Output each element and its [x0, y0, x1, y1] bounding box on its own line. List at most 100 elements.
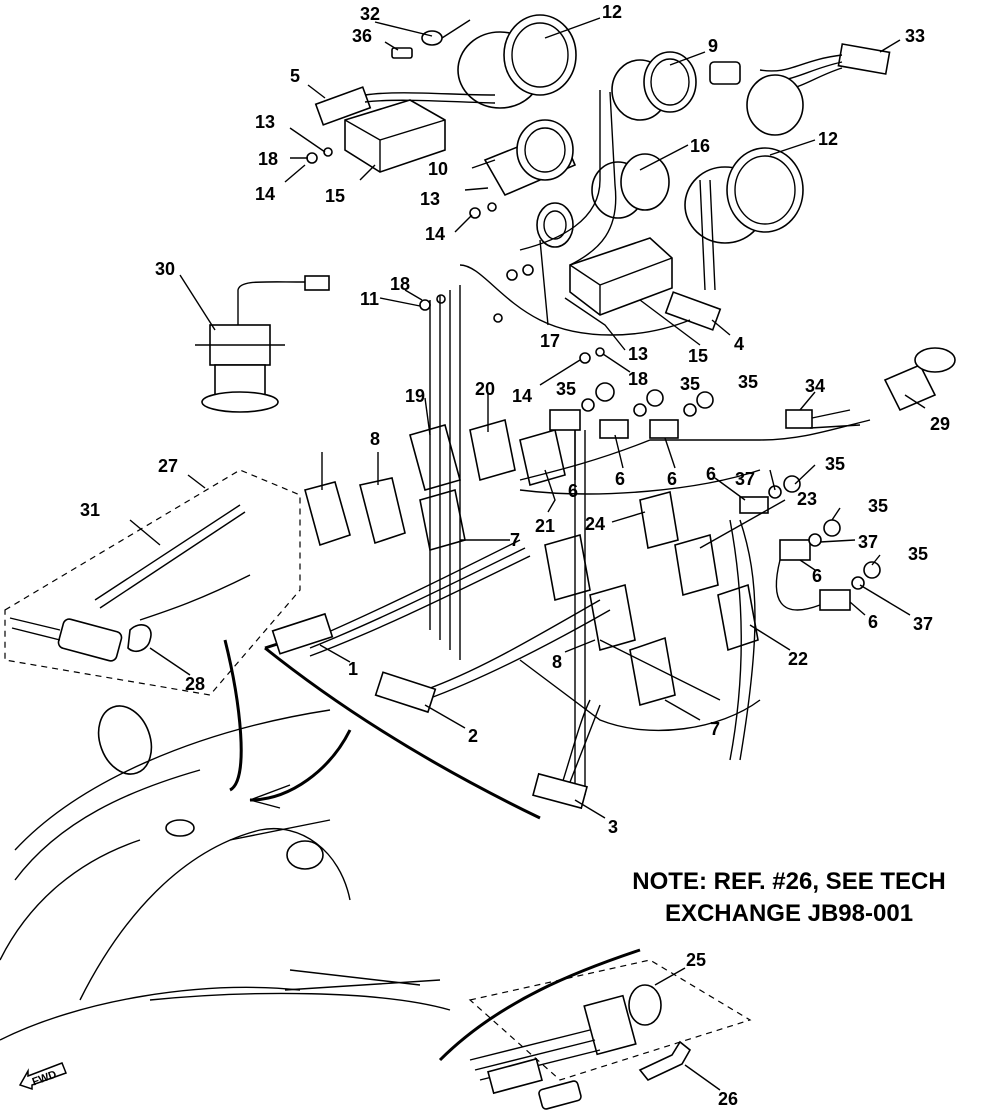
callout-37: 37: [735, 469, 755, 489]
gauge-9: [611, 51, 697, 121]
callout-27: 27: [158, 456, 178, 476]
component-34: [785, 409, 861, 429]
fwd-label: FWD: [31, 1069, 59, 1089]
tech-exchange-note: NOTE: REF. #26, SEE TECH EXCHANGE JB98-0…: [590, 866, 988, 930]
callout-4: 4: [734, 334, 744, 354]
gauge-16: [591, 153, 670, 219]
callout-14: 14: [512, 386, 532, 406]
key-26: [638, 1040, 692, 1081]
callout-2: 2: [468, 726, 478, 746]
callout-16: 16: [690, 136, 710, 156]
connector-5: [314, 86, 496, 126]
callout-6: 6: [706, 464, 716, 484]
callout-35: 35: [556, 379, 576, 399]
callout-22: 22: [788, 649, 808, 669]
bracket-15-right: [569, 237, 673, 316]
callout-13: 13: [420, 189, 440, 209]
lighter-29: [883, 347, 956, 412]
callout-32: 32: [360, 4, 380, 24]
gauge-housing-10: [483, 119, 577, 197]
callout-35: 35: [680, 374, 700, 394]
callout-6: 6: [615, 469, 625, 489]
switch-7-left: [419, 488, 466, 552]
callout-18: 18: [628, 369, 648, 389]
callout-35: 35: [908, 544, 928, 564]
main-connector-3: [532, 772, 588, 810]
callout-12: 12: [818, 129, 838, 149]
callout-35: 35: [738, 372, 758, 392]
switch-22: [717, 583, 759, 652]
callout-8: 8: [552, 652, 562, 672]
callout-6: 6: [667, 469, 677, 489]
main-connector-2: [374, 671, 437, 714]
callout-23: 23: [797, 489, 817, 509]
switch-23: [674, 496, 769, 597]
callout-13: 13: [628, 344, 648, 364]
callout-30: 30: [155, 259, 175, 279]
connector-4: [664, 291, 722, 331]
callout-35: 35: [825, 454, 845, 474]
callout-28: 28: [185, 674, 205, 694]
switch-8-left: [304, 477, 406, 547]
callout-11: 11: [360, 289, 379, 309]
callout-1: 1: [348, 659, 358, 679]
callout-37: 37: [858, 532, 878, 552]
callout-17: 17: [540, 331, 560, 351]
note-line-1: NOTE: REF. #26, SEE TECH: [632, 868, 946, 895]
callout-14: 14: [255, 184, 275, 204]
callout-26: 26: [718, 1089, 738, 1109]
leader-lines: [129, 17, 926, 1091]
gauge-ring-17: [536, 202, 574, 248]
switch-8-center: [589, 583, 636, 652]
connector-33: [709, 43, 891, 136]
callout-6: 6: [568, 481, 578, 501]
connectors-6: [549, 409, 851, 611]
note-line-2: EXCHANGE JB98-001: [664, 900, 914, 927]
callout-6: 6: [812, 566, 822, 586]
callout-21: 21: [535, 516, 555, 536]
grommets-35-37: [581, 382, 881, 590]
ignition-25: [438, 948, 752, 1110]
fwd-arrow-icon: FWD: [18, 1062, 67, 1091]
callout-35: 35: [868, 496, 888, 516]
callout-8: 8: [370, 429, 380, 449]
callout-18: 18: [390, 274, 410, 294]
main-connector-1: [271, 612, 334, 655]
kit-27: [4, 469, 301, 696]
callout-7: 7: [710, 719, 720, 739]
callout-36: 36: [352, 26, 372, 46]
callout-25: 25: [686, 950, 706, 970]
callout-5: 5: [290, 66, 300, 86]
callout-33: 33: [905, 26, 925, 46]
callout-labels: 32 12 36 9 33 5 13 18 14 15 10 13 16 12 …: [80, 2, 950, 1109]
callout-14: 14: [425, 224, 445, 244]
callout-7: 7: [510, 530, 520, 550]
switch-20: [469, 418, 516, 482]
bulb-32: [421, 19, 471, 46]
gauge-12-top: [457, 14, 577, 109]
callout-10: 10: [428, 159, 448, 179]
callout-34: 34: [805, 376, 825, 396]
switch-19: [409, 424, 461, 491]
callout-19: 19: [405, 386, 425, 406]
callout-6: 6: [868, 612, 878, 632]
sender-30: [195, 275, 330, 413]
callout-31: 31: [80, 500, 100, 520]
bulb-socket-36: [391, 47, 413, 59]
callout-9: 9: [708, 36, 718, 56]
callout-29: 29: [930, 414, 950, 434]
switch-24: [639, 491, 679, 549]
callout-24: 24: [585, 514, 605, 534]
callout-15: 15: [688, 346, 708, 366]
switch-7-center: [629, 636, 676, 707]
callout-12: 12: [602, 2, 622, 22]
callout-13: 13: [255, 112, 275, 132]
hull-outline: [0, 639, 451, 1041]
switch-21: [519, 428, 591, 602]
fasteners: [306, 147, 605, 364]
callout-20: 20: [475, 379, 495, 399]
callout-37: 37: [913, 614, 933, 634]
callout-18: 18: [258, 149, 278, 169]
callout-15: 15: [325, 186, 345, 206]
